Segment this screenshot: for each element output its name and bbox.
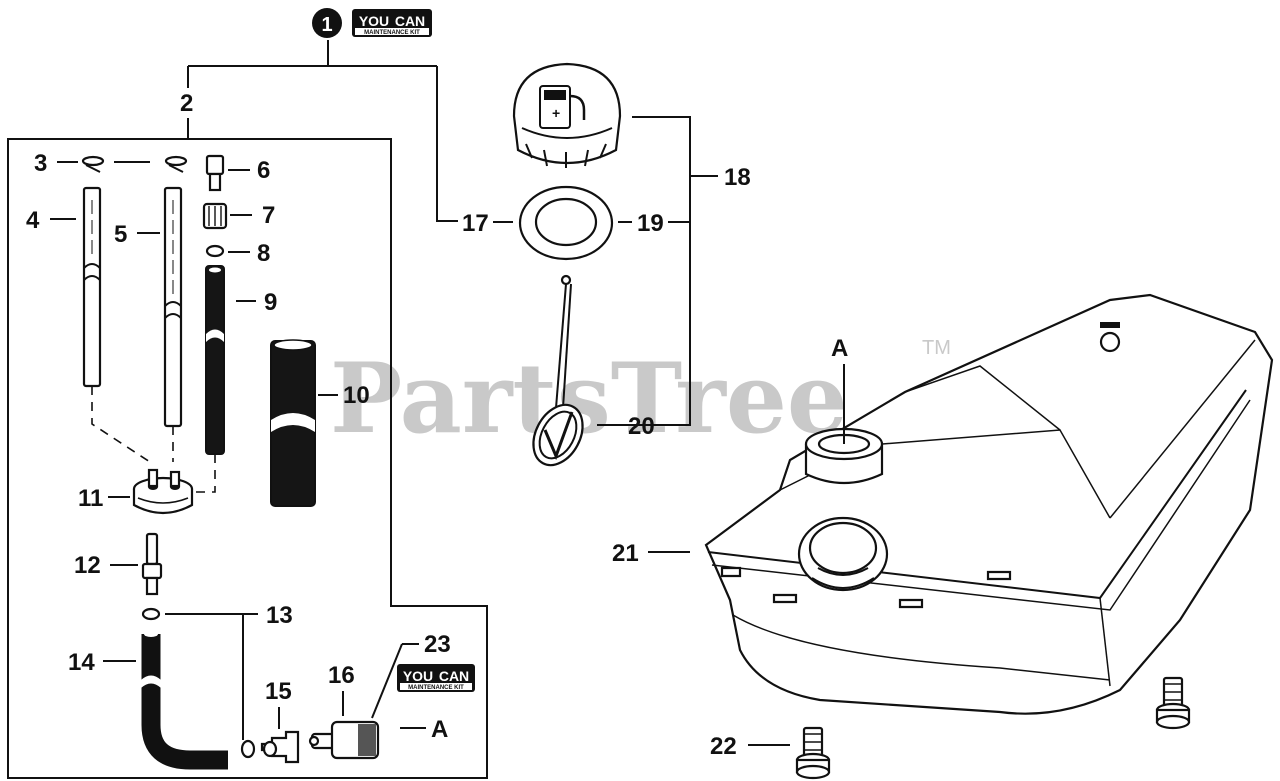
tube-part-5 — [163, 186, 183, 428]
oring-part-13b — [240, 739, 256, 759]
fitting-part-15 — [260, 730, 300, 764]
callout-1-badge[interactable]: 1 — [312, 8, 342, 38]
callout-20[interactable]: 20 — [628, 413, 655, 440]
callout-7[interactable]: 7 — [262, 202, 275, 229]
oring-part-8 — [205, 244, 225, 258]
kit-logo-you: YOU — [359, 13, 389, 29]
fuel-cap-part-18: + — [512, 62, 622, 168]
oring-part-13a — [141, 607, 161, 621]
watermark-trademark: TM — [922, 337, 951, 359]
clip-part-3a — [81, 155, 105, 173]
grommet-part-11 — [132, 468, 194, 515]
screw-part-22b — [1155, 676, 1191, 730]
hose-part-14 — [141, 631, 228, 770]
grommet-part-7 — [202, 202, 228, 230]
bracket-18 — [597, 116, 691, 426]
svg-text:+: + — [552, 105, 560, 121]
gasket-part-19 — [518, 185, 614, 261]
maintenance-kit-logo-top: YOU CAN MAINTENANCE KIT — [352, 9, 432, 37]
callout-15[interactable]: 15 — [265, 678, 292, 705]
ref-a-filter[interactable]: A — [431, 716, 448, 743]
kit-logo-sub: MAINTENANCE KIT — [364, 30, 420, 36]
fitting-part-6 — [205, 154, 225, 192]
bracket-1 — [187, 40, 458, 222]
callout-11[interactable]: 11 — [78, 485, 103, 512]
hose-part-9 — [205, 265, 225, 455]
kit-logo-can: CAN — [395, 13, 425, 29]
callout-4[interactable]: 4 — [26, 207, 40, 234]
callout-13[interactable]: 13 — [266, 602, 293, 629]
kit-2-box — [7, 138, 488, 779]
callout-6[interactable]: 6 — [257, 157, 270, 184]
callout-9[interactable]: 9 — [264, 289, 277, 316]
ref-a-tank[interactable]: A — [831, 335, 848, 362]
callout-16[interactable]: 16 — [328, 662, 355, 689]
callout-12[interactable]: 12 — [74, 552, 101, 579]
kit-logo-23-sub: MAINTENANCE KIT — [408, 685, 464, 691]
fuel-filter-part-16 — [308, 720, 380, 760]
watermark: PartsTree — [330, 342, 848, 455]
callout-10[interactable]: 10 — [343, 382, 370, 409]
callout-18[interactable]: 18 — [724, 164, 751, 191]
kit-logo-23-you: YOU — [403, 668, 433, 684]
maintenance-kit-logo-23: YOU CAN MAINTENANCE KIT — [397, 664, 475, 692]
screw-part-22a — [795, 726, 831, 780]
fuel-gauge-part-20 — [532, 274, 584, 467]
fuel-tank-part-21 — [704, 293, 1274, 715]
assembly-line-4 — [91, 386, 151, 463]
fitting-part-12 — [141, 532, 163, 596]
callout-19[interactable]: 19 — [637, 210, 664, 237]
callout-5[interactable]: 5 — [114, 221, 127, 248]
callout-17[interactable]: 17 — [462, 210, 489, 237]
callout-3[interactable]: 3 — [34, 150, 47, 177]
callout-21[interactable]: 21 — [612, 540, 639, 567]
tube-part-4 — [82, 186, 102, 388]
callout-1-label: 1 — [321, 14, 332, 36]
assembly-line-9 — [192, 454, 216, 493]
callout-22[interactable]: 22 — [710, 733, 737, 760]
bracket-13 — [165, 613, 244, 740]
leader-23b — [371, 643, 403, 719]
callout-23[interactable]: 23 — [424, 631, 451, 658]
hose-part-10 — [270, 339, 316, 507]
kit-logo-23-can: CAN — [439, 668, 469, 684]
callout-8[interactable]: 8 — [257, 240, 270, 267]
clip-part-3b — [164, 155, 188, 173]
callout-14[interactable]: 14 — [68, 649, 95, 676]
callout-2[interactable]: 2 — [180, 90, 193, 117]
